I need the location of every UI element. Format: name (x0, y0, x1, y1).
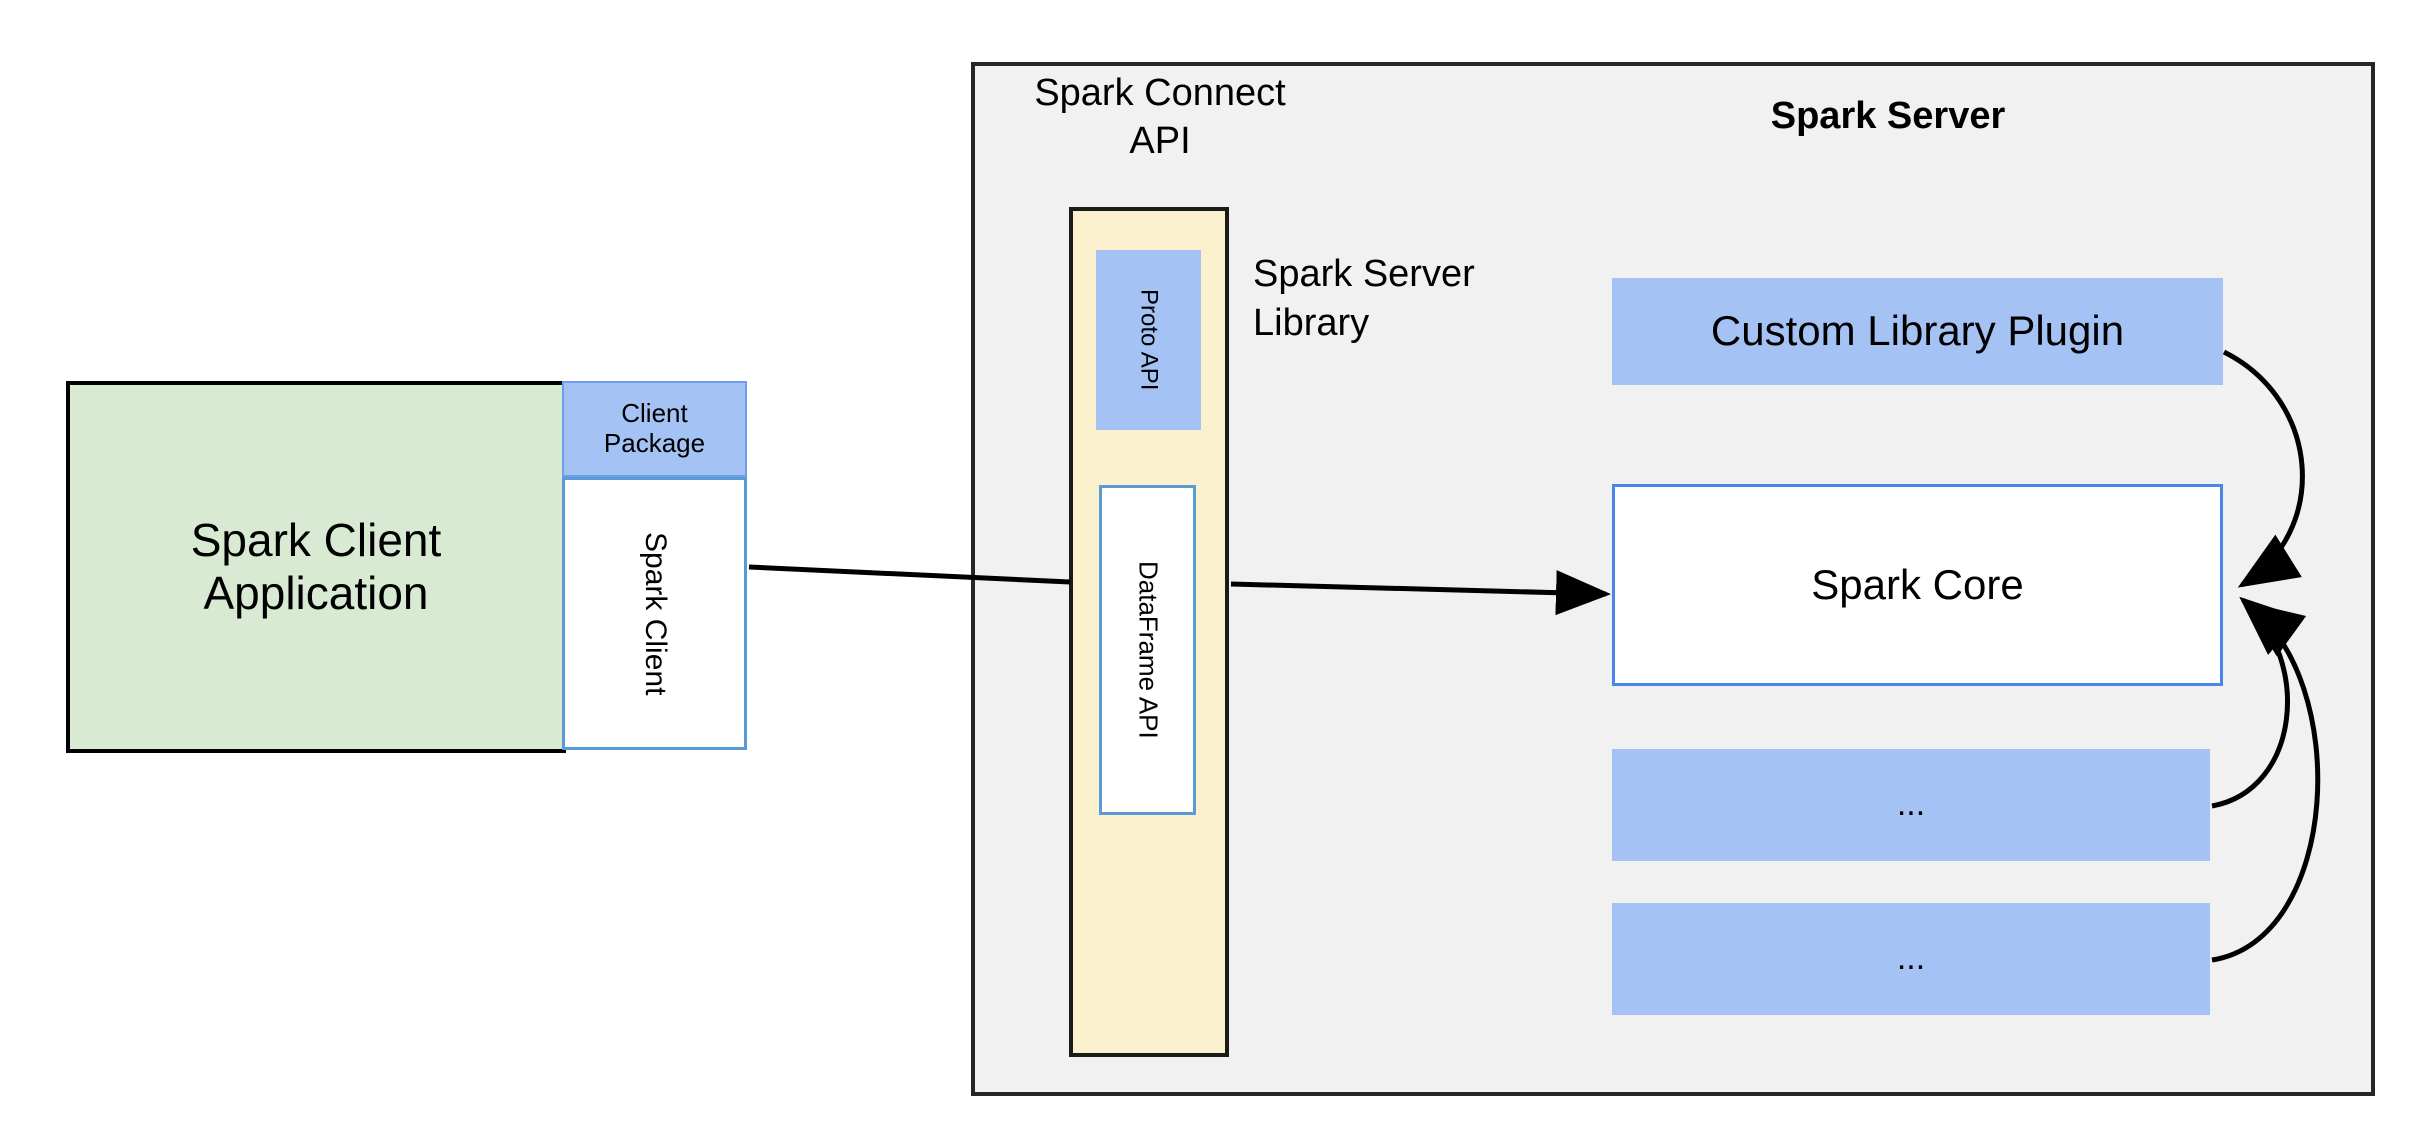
spark-client-application-box[interactable]: Spark Client Application (66, 381, 566, 753)
spark-server-library-label: Spark Server Library (1253, 253, 1475, 344)
spark-server-title: Spark Server (1770, 95, 2006, 137)
ellipsis-box-2[interactable]: ... (1612, 903, 2210, 1015)
spark-client-box[interactable]: Spark Client (562, 477, 747, 750)
spark-core-label: Spark Core (1811, 560, 2024, 608)
proto-api-label: Proto API (1135, 289, 1163, 391)
custom-library-plugin-label: Custom Library Plugin (1710, 307, 2125, 355)
custom-library-plugin-box[interactable]: Custom Library Plugin (1612, 278, 2223, 385)
spark-client-label: Spark Client (638, 531, 672, 696)
client-package-label: Client Package (603, 398, 706, 458)
spark-client-application-label: Spark Client Application (190, 514, 442, 619)
spark-connect-api-title: Spark Connect API (1034, 72, 1286, 162)
dataframe-api-box[interactable]: DataFrame API (1099, 485, 1196, 815)
client-package-box[interactable]: Client Package (562, 381, 747, 477)
ellipsis-box-1[interactable]: ... (1612, 749, 2210, 861)
ellipsis-label-2: ... (1896, 939, 1926, 978)
ellipsis-label-1: ... (1896, 785, 1926, 824)
proto-api-box[interactable]: Proto API (1096, 250, 1201, 430)
dataframe-api-label: DataFrame API (1133, 561, 1164, 739)
spark-core-box[interactable]: Spark Core (1612, 484, 2223, 686)
